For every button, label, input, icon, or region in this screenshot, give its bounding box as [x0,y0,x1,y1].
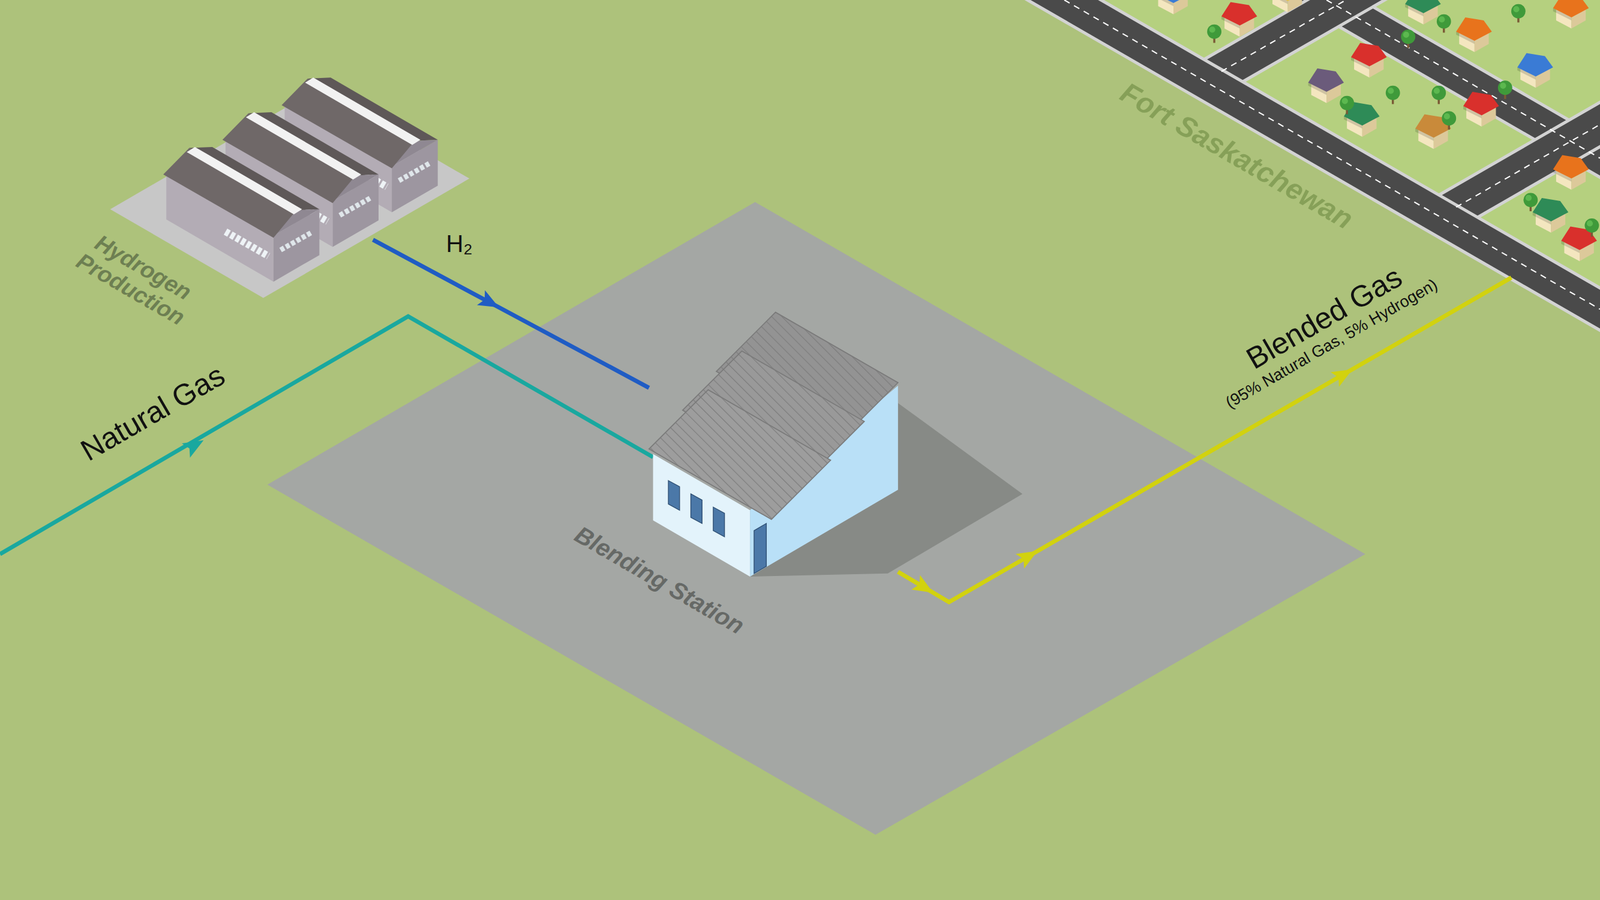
flow-arrowhead [1330,361,1357,387]
site-label: Hydrogen Production [71,226,201,331]
hydrogen-plant [110,77,470,348]
site-node: Hydrogen Production [112,71,470,240]
site-label: Fort Saskatchewan [1114,76,1358,236]
gas-pipe [373,239,650,389]
flow-arrowhead [476,290,503,315]
door [754,523,767,573]
pipe-line [898,277,1512,603]
trees [1207,4,1599,237]
pipe-line [373,239,650,389]
roof [649,311,899,519]
site-node: Fort Saskatchewan [1020,0,1600,278]
station-pad [267,202,1366,835]
road-markings [1064,0,1600,309]
pipe-label: Blended Gas [1241,260,1409,376]
gas-pipe [898,277,1512,603]
flow-arrowhead [911,575,938,600]
site-label: Blending Station [570,520,749,639]
natural-gas-pipe [0,316,654,554]
pipe-label: (95% Natural Gas, 5% Hydrogen) [1222,275,1441,413]
flow-arrowhead [1015,543,1042,569]
houses [1154,0,1597,261]
site-node: Blending Station [649,382,899,577]
pipe-label: H₂ [445,230,473,257]
pipe-label: Natural Gas [75,358,231,468]
roads [1030,0,1600,329]
town-illustration [1030,0,1600,329]
windows [668,480,725,537]
